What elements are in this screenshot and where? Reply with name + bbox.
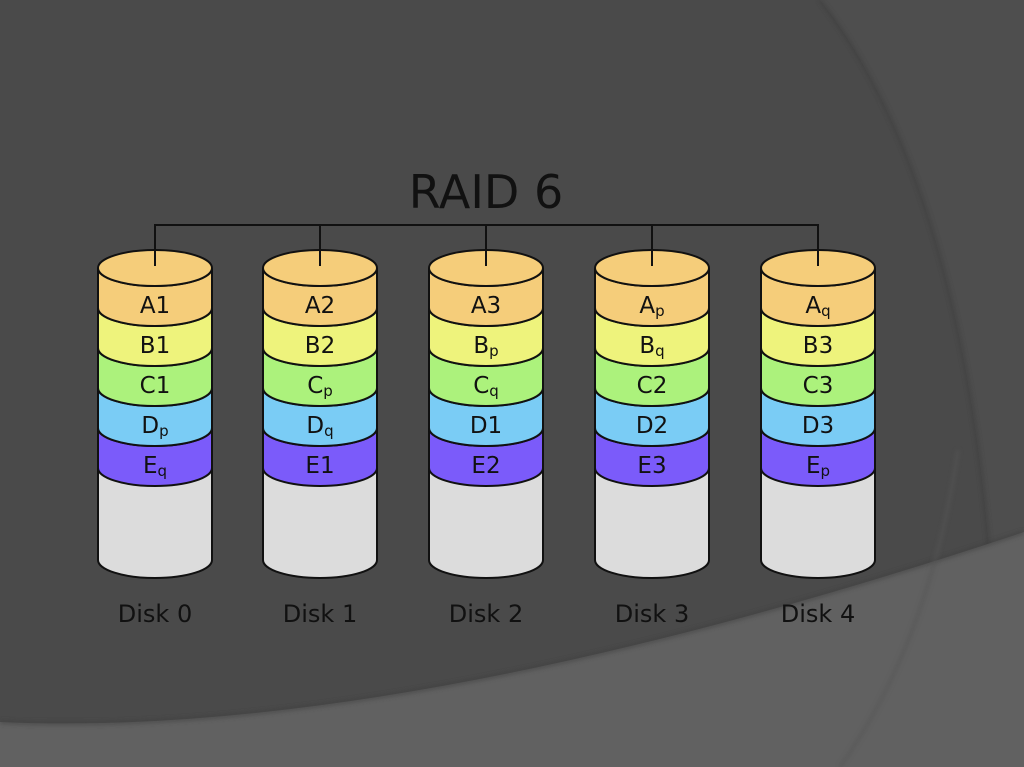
stripe-block-letter: D [636, 413, 654, 439]
stripe-index: 1 [156, 293, 171, 319]
stripe-block-letter: C [307, 373, 323, 399]
parity-subscript: q [655, 342, 665, 360]
stripe-block-label: C1 [140, 373, 171, 399]
stripe-block-label: Ep [806, 453, 830, 480]
parity-subscript: p [159, 422, 169, 440]
stripe-block-letter: E [471, 453, 486, 479]
disk-empty-space [760, 467, 876, 579]
parity-subscript: q [158, 462, 168, 480]
stripe-index: 1 [156, 333, 171, 359]
stripe-block-label: Cp [307, 373, 333, 400]
background-lower-band [0, 532, 1024, 767]
stripe-block-label: A2 [305, 293, 335, 319]
parity-subscript: q [821, 302, 831, 320]
stripe-block-letter: D [802, 413, 820, 439]
stripe-block-letter: D [141, 413, 159, 439]
stripe-block-letter: C [637, 373, 653, 399]
stripe-block-label: D1 [470, 413, 502, 439]
stripe-block-letter: A [140, 293, 156, 319]
stripe-index: 3 [652, 453, 667, 479]
disk-empty-space [428, 467, 544, 579]
stripe-block-label: B2 [305, 333, 335, 359]
disk-label: Disk 4 [781, 600, 855, 628]
stripe-block-label: Ap [639, 293, 664, 320]
disk-label: Disk 3 [615, 600, 689, 628]
stripe-block-letter: E [305, 453, 320, 479]
stripe-block-label: A3 [471, 293, 501, 319]
stripe-block-label: A1 [140, 293, 170, 319]
stripe-block-letter: A [805, 293, 821, 319]
disk-label: Disk 0 [118, 600, 192, 628]
stripe-block-letter: B [639, 333, 655, 359]
stripe-index: 1 [156, 373, 171, 399]
stripe-index: 2 [653, 373, 668, 399]
disk-empty-space [97, 467, 213, 579]
stripe-block-letter: C [473, 373, 489, 399]
stripe-block-letter: A [471, 293, 487, 319]
background-lower-band-edge [0, 530, 1024, 725]
stripe-index: 3 [487, 293, 502, 319]
parity-subscript: q [324, 422, 334, 440]
stripe-block-label: C2 [637, 373, 668, 399]
parity-subscript: q [489, 382, 499, 400]
diagram-title: RAID 6 [409, 165, 563, 219]
stripe-block-letter: B [140, 333, 156, 359]
background-lower-right-arc [838, 449, 960, 767]
disk-empty-space [594, 467, 710, 579]
stripe-block-label: E1 [305, 453, 334, 479]
stripe-block-label: Dq [306, 413, 333, 440]
disk-empty-space [262, 467, 378, 579]
stripe-block-letter: A [639, 293, 655, 319]
background-right-arc [820, 0, 1024, 560]
stripe-block-letter: D [470, 413, 488, 439]
stripe-block-letter: B [803, 333, 819, 359]
stripe-index: 1 [320, 453, 335, 479]
parity-subscript: p [655, 302, 665, 320]
stripe-block-label: E2 [471, 453, 500, 479]
stripe-block-letter: C [140, 373, 156, 399]
stripe-block-label: Aq [805, 293, 830, 320]
stripe-block-label: Cq [473, 373, 499, 400]
parity-subscript: p [821, 462, 831, 480]
stripe-block-label: E3 [637, 453, 666, 479]
stripe-block-letter: B [473, 333, 489, 359]
stripe-block-letter: B [305, 333, 321, 359]
stripe-block-letter: E [143, 453, 158, 479]
stripe-block-letter: E [637, 453, 652, 479]
stripe-block-letter: D [306, 413, 324, 439]
stripe-index: 3 [820, 413, 835, 439]
background-right-arc-edge [818, 0, 992, 561]
stripe-block-label: Eq [143, 453, 167, 480]
stripe-block-letter: A [305, 293, 321, 319]
stripe-index: 3 [819, 333, 834, 359]
disk-label: Disk 1 [283, 600, 357, 628]
stripe-index: 2 [321, 333, 336, 359]
stripe-block-label: Dp [141, 413, 168, 440]
stripe-block-letter: C [803, 373, 819, 399]
stripe-index: 2 [486, 453, 501, 479]
stripe-block-label: Bq [639, 333, 664, 360]
stripe-block-label: D2 [636, 413, 668, 439]
stripe-block-label: Bp [473, 333, 498, 360]
parity-subscript: p [323, 382, 333, 400]
stripe-index: 2 [654, 413, 669, 439]
disk-label: Disk 2 [449, 600, 523, 628]
stripe-index: 1 [488, 413, 503, 439]
stripe-block-label: B3 [803, 333, 833, 359]
stripe-block-letter: E [806, 453, 821, 479]
stripe-block-label: D3 [802, 413, 834, 439]
stripe-block-label: C3 [803, 373, 834, 399]
parity-subscript: p [489, 342, 499, 360]
stripe-index: 3 [819, 373, 834, 399]
stripe-block-label: B1 [140, 333, 170, 359]
stripe-index: 2 [321, 293, 336, 319]
